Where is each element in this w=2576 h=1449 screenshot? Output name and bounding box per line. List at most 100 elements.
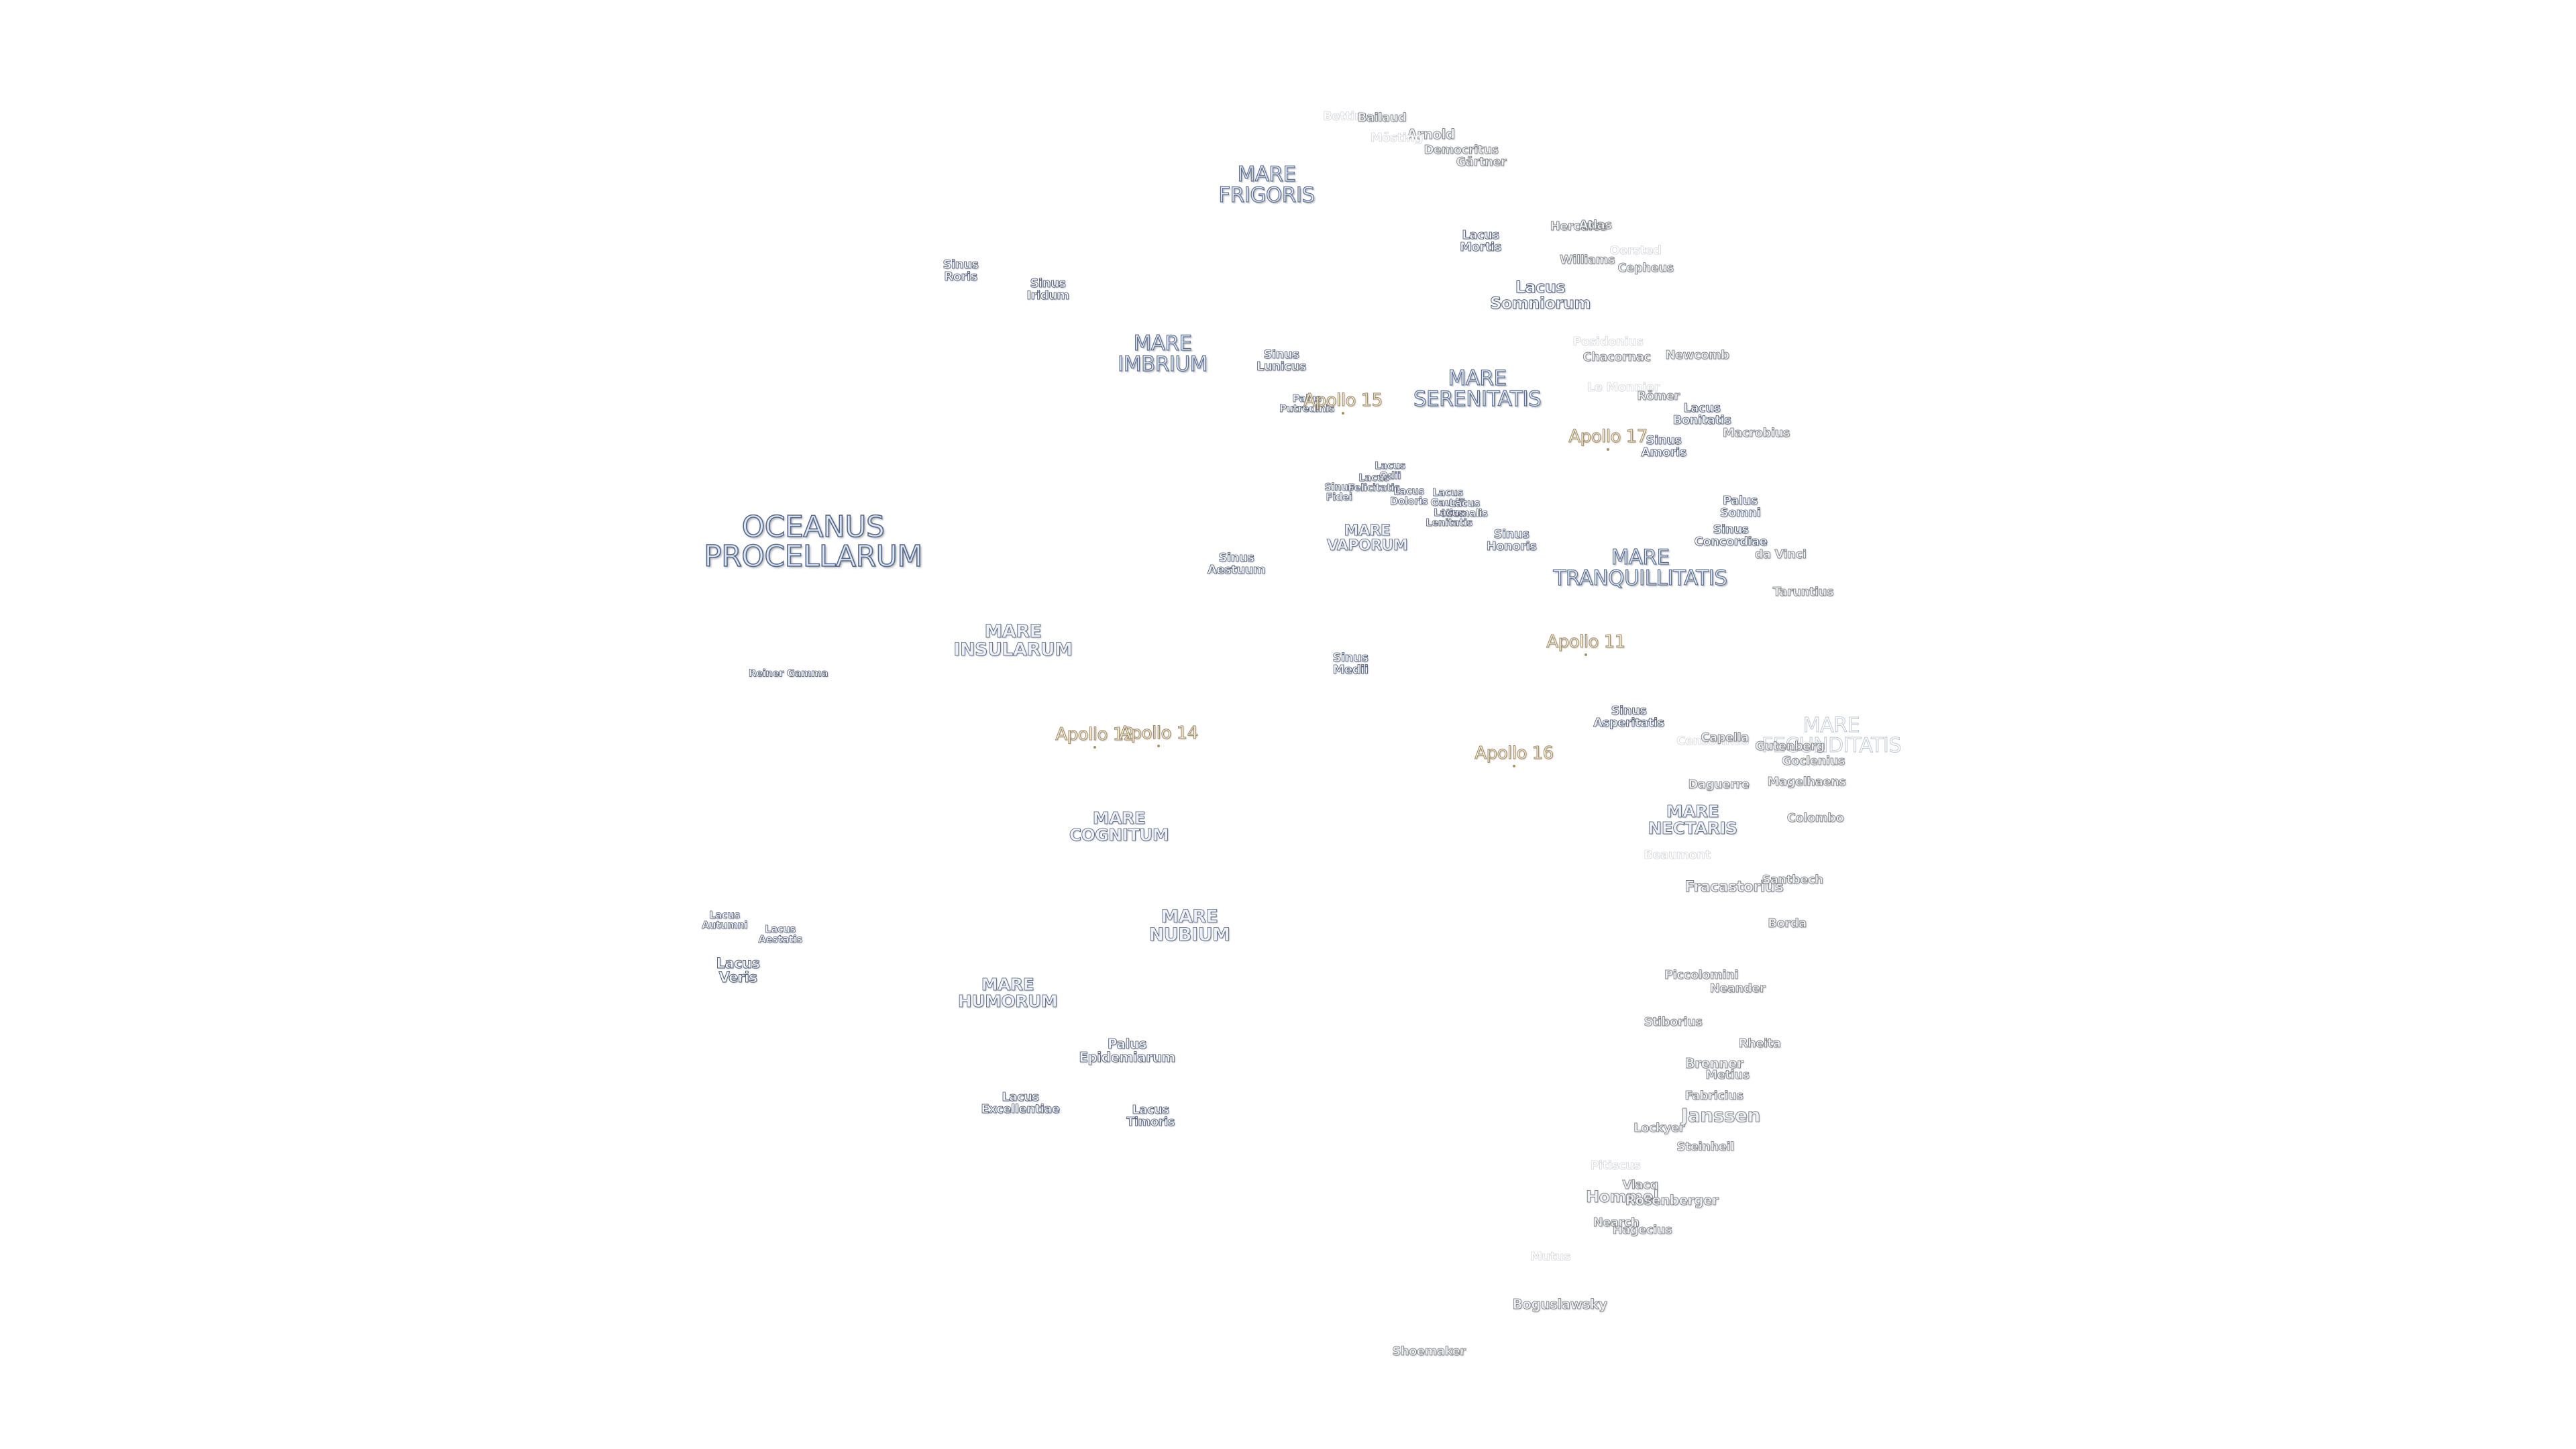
apollo-16-marker — [1513, 765, 1515, 767]
label-apollo-11: Apollo 11 — [1546, 632, 1626, 652]
label-mare-imbrium: MARE IMBRIUM — [1118, 331, 1208, 376]
label-sinus-roris: Sinus Roris — [943, 258, 979, 284]
label-fracastorius: Fracastorius — [1684, 879, 1784, 896]
label-steinheil: Steinheil — [1676, 1140, 1735, 1154]
label-atlas: Atlas — [1578, 218, 1612, 232]
label-hagecius: Hagecius — [1612, 1223, 1672, 1237]
label-lacus-gaudii: Lacus Gaudii — [1430, 486, 1465, 508]
label-beaumont: Beaumont — [1644, 848, 1711, 862]
label-apollo-15: Apollo 15 — [1303, 390, 1383, 411]
label-palus-epidemiarum: Palus Epidemiarum — [1079, 1036, 1176, 1065]
label-vlacq: Vlacq — [1622, 1178, 1659, 1192]
label-lacus-felicitatis: Lacus Felicitatis — [1348, 472, 1400, 494]
label-apollo-17: Apollo 17 — [1568, 427, 1648, 447]
label-le-monnier: Le Monnier — [1587, 380, 1660, 394]
label-brenner: Brenner — [1684, 1055, 1743, 1071]
label-mare-humorum: MARE HUMORUM — [957, 975, 1058, 1011]
label-lacus-aestatis: Lacus Aestatis — [758, 923, 802, 945]
label-newcomb: Newcomb — [1665, 348, 1729, 362]
label-bailaud: Bailaud — [1357, 111, 1407, 125]
label-sinus-fidei: Sinus Fidei — [1324, 481, 1354, 503]
label-rheita: Rheita — [1738, 1036, 1781, 1051]
label-pitiscus: Pitiscus — [1590, 1159, 1641, 1173]
label-mosting: Mösting — [1371, 131, 1424, 145]
label-daguerre: Daguerre — [1688, 777, 1750, 792]
label-sinus-lunicus: Sinus Lunicus — [1256, 347, 1307, 374]
label-sinus-amoris: Sinus Amoris — [1641, 433, 1687, 460]
label-mare-vaporum: MARE VAPORUM — [1326, 523, 1408, 554]
label-mare-serenitatis: MARE SERENITATIS — [1413, 366, 1542, 411]
label-janssen: Janssen — [1680, 1104, 1761, 1126]
label-colombo: Colombo — [1786, 811, 1844, 825]
label-hommel: Hommel — [1585, 1187, 1659, 1206]
label-hercules: Hercules — [1550, 219, 1607, 233]
label-rosenberger: Rosenberger — [1625, 1192, 1719, 1208]
apollo-14-marker — [1157, 745, 1160, 747]
label-lockyer: Lockyer — [1633, 1121, 1685, 1135]
label-lacus-doloris: Lacus Doloris — [1389, 485, 1428, 507]
label-sinus-aestuum: Sinus Aestuum — [1207, 551, 1266, 577]
label-magelhaens: Magelhaens — [1767, 775, 1846, 789]
label-lacus-somniorum: Lacus Somniorum — [1489, 278, 1591, 313]
label-da-vinci: da Vinci — [1754, 547, 1807, 561]
label-lacus-excellentiae: Lacus Excellentiae — [981, 1090, 1061, 1116]
label-boguslawsky: Boguslawsky — [1512, 1296, 1607, 1312]
label-palus-somni: Palus Somni — [1719, 494, 1761, 520]
label-sinus-honoris: Sinus Honoris — [1486, 527, 1537, 553]
label-democritus: Democritus — [1424, 143, 1499, 157]
label-mutus: Mutus — [1529, 1250, 1571, 1264]
label-santbech: Santbech — [1762, 873, 1823, 887]
label-lacus-odii: Lacus Odii — [1375, 460, 1406, 482]
label-oceanus-procellarum: OCEANUS PROCELLARUM — [703, 510, 923, 574]
label-lacus-timoris: Lacus Timoris — [1126, 1103, 1175, 1129]
label-mare-nectaris: MARE NECTARIS — [1648, 802, 1738, 838]
apollo-11-marker — [1585, 653, 1587, 656]
label-romer: Römer — [1637, 389, 1680, 403]
apollo-12-marker — [1093, 746, 1096, 749]
label-gartner: Gärtner — [1456, 155, 1507, 169]
label-sinus-concordiae: Sinus Concordiae — [1694, 523, 1768, 549]
apollo-17-marker — [1607, 448, 1609, 451]
label-shoemaker: Shoemaker — [1392, 1344, 1466, 1358]
label-mare-nubium: MARE NUBIUM — [1148, 906, 1230, 945]
label-lacus-lenitatis: Lacus Lenitatis — [1426, 506, 1473, 529]
label-mare-tranquillitatis: MARE TRANQUILLITATIS — [1553, 545, 1728, 590]
label-neander: Neander — [1709, 981, 1766, 996]
label-taruntius: Taruntius — [1772, 585, 1834, 599]
label-stiborius: Stiborius — [1644, 1015, 1703, 1029]
label-mare-frigoris: MARE FRIGORIS — [1218, 162, 1316, 207]
label-gutenberg: Gutenberg — [1755, 739, 1825, 753]
apollo-15-marker — [1342, 412, 1344, 415]
label-apollo-16: Apollo 16 — [1474, 743, 1554, 763]
label-lacus-hiemalis: Lacus Hiemalis — [1441, 497, 1488, 519]
label-palus-putredinis: Palus Putredinis — [1279, 392, 1335, 415]
label-sinus-asperitatis: Sinus Asperitatis — [1593, 704, 1665, 730]
label-lacus-autumni: Lacus Autumni — [701, 909, 748, 931]
label-nearch: Nearch — [1593, 1216, 1640, 1230]
label-macrobius: Macrobius — [1722, 426, 1790, 440]
label-piccolomini: Piccolomini — [1664, 968, 1739, 982]
label-lacus-veris: Lacus Veris — [716, 955, 760, 985]
label-metius: Metius — [1705, 1068, 1750, 1082]
label-sinus-medii: Sinus Medii — [1332, 651, 1368, 677]
label-chacornac: Chacornac — [1582, 350, 1651, 364]
label-borda: Borda — [1768, 916, 1807, 930]
label-goclenius: Goclenius — [1781, 754, 1845, 768]
label-fabricius: Fabricius — [1684, 1089, 1743, 1103]
label-cepheus: Cepheus — [1617, 261, 1674, 275]
label-williams: Williams — [1559, 253, 1615, 267]
label-sinus-iridum: Sinus Iridum — [1026, 276, 1070, 303]
label-lacus-mortis: Lacus Mortis — [1460, 228, 1502, 254]
label-apollo-14: Apollo 14 — [1119, 723, 1199, 743]
label-mare-fecunditatis: MARE FECUNDITATIS — [1762, 714, 1902, 757]
label-arnold: Arnold — [1407, 126, 1456, 142]
label-mare-insularum: MARE INSULARUM — [953, 621, 1073, 660]
label-capella: Capella — [1701, 731, 1750, 745]
label-oersted: Oersted — [1609, 244, 1662, 258]
label-lacus-bonitatis: Lacus Bonitatis — [1672, 401, 1731, 427]
label-apollo-12: Apollo 12 — [1055, 724, 1135, 745]
label-posidonius: Posidonius — [1572, 335, 1644, 349]
label-bettinus: Bettinus — [1323, 109, 1379, 123]
label-reiner-gamma: Reiner Gamma — [748, 667, 828, 680]
